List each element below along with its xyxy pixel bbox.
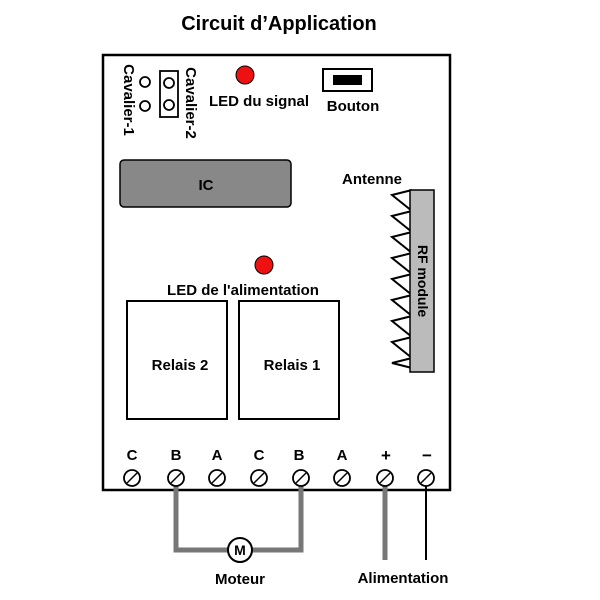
diagram-title: Circuit d’Application bbox=[181, 13, 377, 35]
terminal-labels: C B A C B A + − bbox=[127, 446, 432, 465]
relay-1 bbox=[238, 300, 340, 420]
power-led bbox=[254, 255, 274, 275]
relay-2-label: Relais 2 bbox=[152, 357, 209, 374]
antenna-label: Antenne bbox=[342, 171, 402, 188]
jumper-1 bbox=[139, 76, 151, 112]
terminal-label: C bbox=[127, 447, 138, 464]
motor-label: Moteur bbox=[215, 571, 265, 588]
signal-led bbox=[235, 65, 255, 85]
push-button bbox=[322, 68, 373, 92]
relay-1-label: Relais 1 bbox=[264, 357, 321, 374]
terminal-label: − bbox=[422, 446, 432, 465]
terminal-label: B bbox=[294, 447, 305, 464]
power-led-label: LED de l'alimentation bbox=[167, 282, 319, 299]
board-outline bbox=[101, 53, 452, 492]
power-supply-label: Alimentation bbox=[358, 570, 449, 587]
screw-terminal bbox=[250, 469, 268, 487]
screw-terminal bbox=[208, 469, 226, 487]
signal-led-label: LED du signal bbox=[209, 93, 309, 110]
screw-terminals bbox=[123, 469, 435, 487]
ic-label: IC bbox=[199, 177, 214, 194]
terminal-label: C bbox=[254, 447, 265, 464]
screw-terminal bbox=[417, 469, 435, 487]
jumper-2-label: Cavalier-2 bbox=[182, 67, 199, 139]
rf-module bbox=[409, 189, 435, 373]
terminal-label: + bbox=[381, 446, 391, 465]
jumper-1-label: Cavalier-1 bbox=[120, 64, 137, 136]
terminal-label: A bbox=[212, 447, 223, 464]
button-label: Bouton bbox=[327, 98, 379, 115]
rf-module-label: RF module bbox=[415, 245, 431, 318]
ic-chip bbox=[119, 159, 292, 208]
terminal-label: B bbox=[171, 447, 182, 464]
antenna-coil bbox=[389, 189, 415, 369]
motor-wire bbox=[173, 478, 228, 553]
screw-terminal bbox=[376, 469, 394, 487]
relay-2 bbox=[126, 300, 228, 420]
motor-wire bbox=[251, 478, 304, 553]
terminal-label: A bbox=[337, 447, 348, 464]
screw-terminal bbox=[333, 469, 351, 487]
motor-symbol bbox=[227, 537, 253, 563]
motor-symbol-label: M bbox=[234, 542, 246, 558]
screw-terminal bbox=[292, 469, 310, 487]
screw-terminal bbox=[167, 469, 185, 487]
jumper-2 bbox=[159, 70, 179, 118]
screw-terminal bbox=[123, 469, 141, 487]
